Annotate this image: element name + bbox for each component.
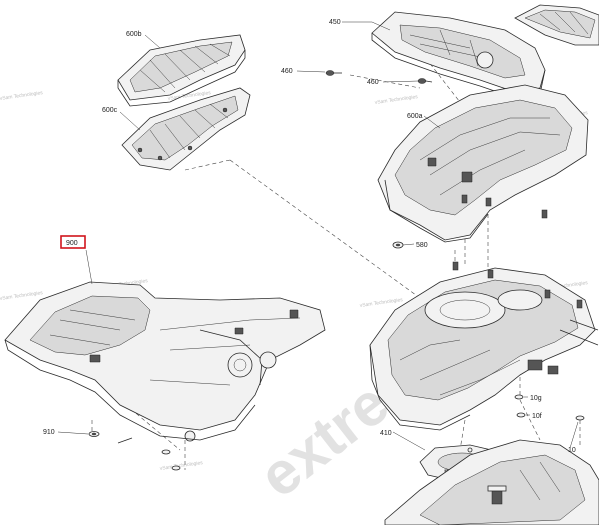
part-600a-standoffs [461, 194, 548, 219]
label-460-b[interactable]: 460 [367, 79, 379, 86]
watermark-note: vSam Technologies [374, 94, 418, 106]
label-450[interactable]: 450 [329, 19, 341, 26]
label-410[interactable]: 410 [380, 430, 392, 437]
part-900-belly-pan [4, 281, 326, 442]
label-910[interactable]: 910 [43, 429, 55, 436]
assembly-lines [91, 24, 581, 470]
highlighted-part-900[interactable]: 900 [60, 235, 86, 249]
label-10g[interactable]: 10g [530, 395, 542, 402]
label-600b[interactable]: 600b [126, 31, 142, 38]
hardware-10g [514, 394, 524, 400]
part-top-right-cover [514, 4, 599, 46]
label-580[interactable]: 580 [416, 242, 428, 249]
watermark-note: vSam Technologies [0, 290, 44, 302]
watermark-note: vSam Technologies [159, 460, 203, 472]
label-10[interactable]: 10 [568, 447, 576, 454]
part-bottom-base [384, 439, 599, 525]
part-450-intake-cover [371, 11, 546, 99]
tray-standoffs [452, 261, 583, 309]
leader-lines [57, 21, 579, 451]
part-labels: 450 460 460 600b 600c 600a 580 910 410 1… [43, 19, 576, 454]
washer-910 [88, 431, 100, 437]
watermark-note: vSam Technologies [359, 297, 403, 309]
clip-910b [117, 437, 133, 444]
part-600c-frame [121, 87, 251, 171]
hardware-10 [575, 415, 585, 421]
label-600c[interactable]: 600c [102, 107, 118, 114]
highlight-box [60, 235, 86, 249]
label-10f[interactable]: 10f [532, 413, 542, 420]
hardware-10f [516, 412, 526, 418]
part-600b-cushion [117, 34, 246, 107]
screw-460-b [417, 78, 433, 84]
washer-580 [392, 241, 404, 249]
washer-910c [161, 449, 181, 471]
label-600a[interactable]: 600a [407, 113, 423, 120]
label-460-a[interactable]: 460 [281, 68, 293, 75]
screw-460-a [325, 70, 342, 76]
part-lower-tray [369, 267, 599, 431]
watermark-note: vSam Technologies [0, 90, 44, 102]
label-900[interactable]: 900 [66, 240, 78, 247]
part-600a-airbox [377, 84, 589, 243]
